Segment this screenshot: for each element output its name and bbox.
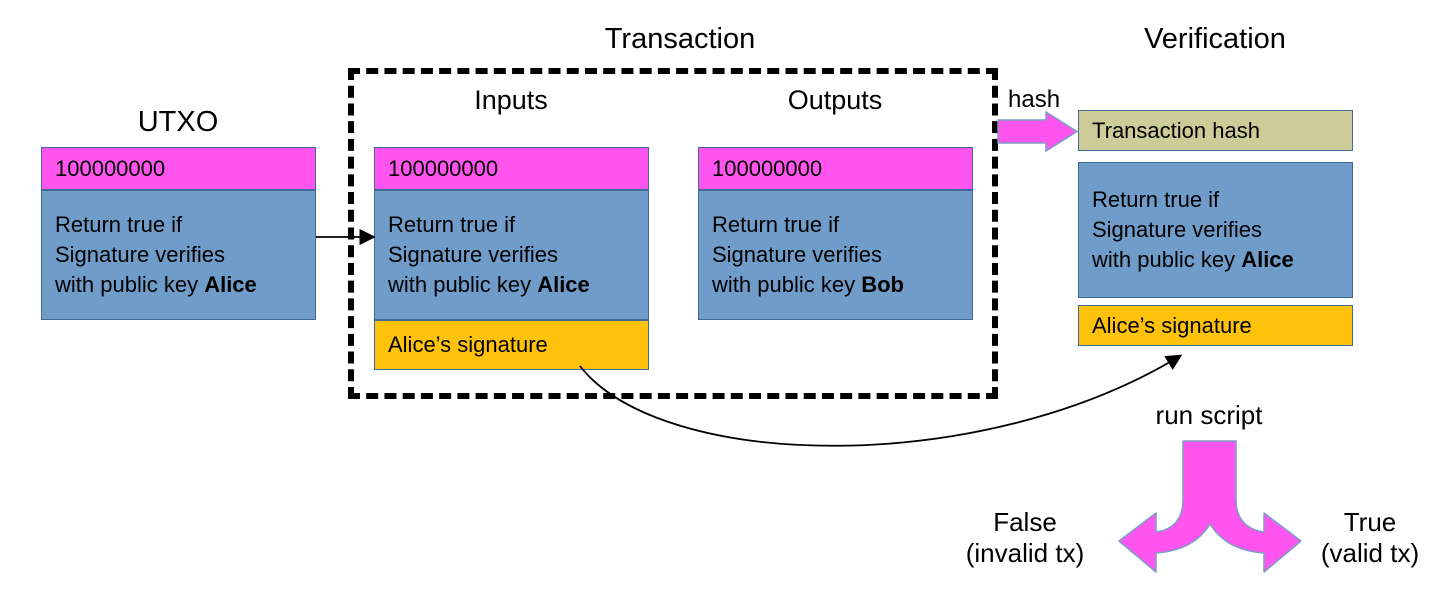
outcome-false-label: False (invalid tx) xyxy=(935,507,1115,569)
verification-script-line-3: with public key Alice xyxy=(1092,245,1352,275)
inputs-signature-cell: Alice’s signature xyxy=(374,320,649,370)
outputs-record: 100000000 Return true if Signature verif… xyxy=(698,147,973,320)
outputs-script-line-3-prefix: with public key xyxy=(712,272,862,297)
outcome-true-line-2: (valid tx) xyxy=(1320,538,1420,568)
verification-signature-cell: Alice’s signature xyxy=(1078,305,1353,346)
outputs-heading: Outputs xyxy=(787,85,883,115)
utxo-script-pubkey: Alice xyxy=(204,272,257,297)
inputs-script-line-3: with public key Alice xyxy=(388,270,648,300)
inputs-script-line-3-prefix: with public key xyxy=(388,272,538,297)
section-title-utxo: UTXO xyxy=(137,106,219,138)
outputs-script-pubkey: Bob xyxy=(861,272,904,297)
verification-script-line-2: Signature verifies xyxy=(1092,217,1262,242)
inputs-amount-cell: 100000000 xyxy=(374,147,649,190)
section-title-transaction: Transaction xyxy=(604,23,756,55)
outcome-true-label: True (valid tx) xyxy=(1290,507,1440,569)
inputs-script-cell: Return true if Signature verifies with p… xyxy=(374,190,649,320)
outputs-script-line-3: with public key Bob xyxy=(712,270,972,300)
section-title-verification: Verification xyxy=(1144,23,1286,55)
inputs-script-line-1: Return true if xyxy=(388,212,516,237)
utxo-script-line-3-prefix: with public key xyxy=(55,272,205,297)
inputs-signature-value: Alice’s signature xyxy=(388,332,548,357)
verification-transaction-hash-cell: Transaction hash xyxy=(1078,110,1353,151)
outcome-false-line-2: (invalid tx) xyxy=(965,538,1085,568)
verification-transaction-hash-value: Transaction hash xyxy=(1092,117,1260,143)
utxo-script-line-2: Signature verifies xyxy=(55,242,225,267)
fork-block-arrow-icon xyxy=(1118,440,1302,573)
outputs-amount-value: 100000000 xyxy=(712,155,823,181)
inputs-heading: Inputs xyxy=(474,85,548,115)
outputs-script-line-1: Return true if xyxy=(712,212,840,237)
outcome-true-line-1: True xyxy=(1343,507,1397,537)
outputs-script-line-2: Signature verifies xyxy=(712,242,882,267)
utxo-script-cell: Return true if Signature verifies with p… xyxy=(41,190,316,320)
outputs-script-cell: Return true if Signature verifies with p… xyxy=(698,190,973,320)
inputs-record: 100000000 Return true if Signature verif… xyxy=(374,147,649,370)
utxo-script-line-3: with public key Alice xyxy=(55,270,315,300)
outputs-amount-cell: 100000000 xyxy=(698,147,973,190)
run-script-label: run script xyxy=(1155,400,1263,430)
verification-signature-value: Alice’s signature xyxy=(1092,312,1252,338)
hash-block-arrow-icon xyxy=(997,110,1079,153)
utxo-script-line-1: Return true if xyxy=(55,212,183,237)
outcome-false-line-1: False xyxy=(993,507,1057,537)
verification-script-line-1: Return true if xyxy=(1092,187,1220,212)
utxo-amount-cell: 100000000 xyxy=(41,147,316,190)
inputs-amount-value: 100000000 xyxy=(388,155,499,181)
verification-script-line-3-prefix: with public key xyxy=(1092,247,1242,272)
utxo-record: 100000000 Return true if Signature verif… xyxy=(41,147,316,320)
inputs-script-line-2: Signature verifies xyxy=(388,242,558,267)
verification-script-pubkey: Alice xyxy=(1241,247,1294,272)
inputs-script-pubkey: Alice xyxy=(537,272,590,297)
verification-script-cell: Return true if Signature verifies with p… xyxy=(1078,162,1353,298)
hash-arrow-label: hash xyxy=(1008,86,1061,113)
utxo-amount-value: 100000000 xyxy=(55,155,166,181)
